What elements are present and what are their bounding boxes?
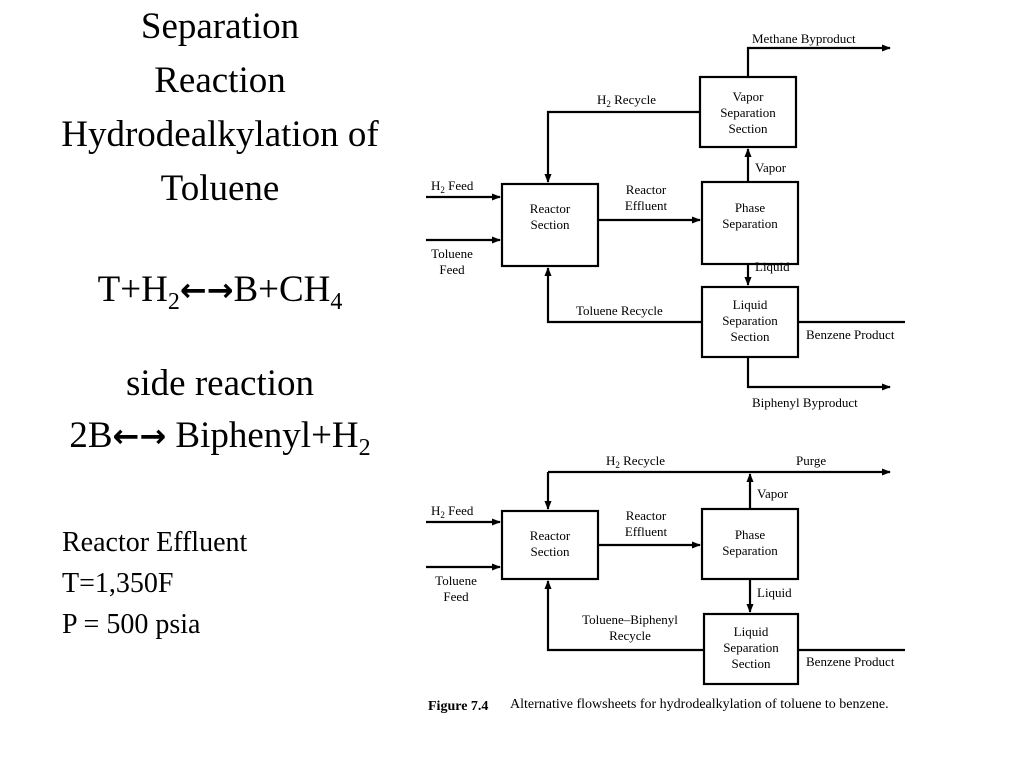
top-h2-feed-label: H2 Feed xyxy=(431,178,474,195)
bottom-tb-recycle-label-2: Recycle xyxy=(609,628,651,643)
h2-subscript: 2 xyxy=(167,289,180,315)
top-benzene-label: Benzene Product xyxy=(806,327,895,342)
reactants-text: T+H xyxy=(97,269,168,310)
figure-caption: Figure 7.4 Alternative flowsheets for hy… xyxy=(428,697,889,714)
title-line-1: Separation xyxy=(140,6,300,47)
bottom-phase-label-2: Separation xyxy=(722,543,778,558)
bottom-liquid-sep-label-1: Liquid xyxy=(734,624,769,639)
top-phase-sep-box xyxy=(700,180,800,266)
bottom-vapor-label: Vapor xyxy=(757,486,789,501)
side-equilibrium-arrows: ←→ xyxy=(112,417,167,455)
top-toluene-feed-label-2: Feed xyxy=(439,262,465,277)
flowsheet-bottom-labels: Reactor Section Phase Separation Liquid … xyxy=(431,453,895,671)
bottom-effluent-label-1: Reactor xyxy=(626,508,667,523)
top-effluent-label-2: Effluent xyxy=(625,198,668,213)
ch4-subscript: 4 xyxy=(330,289,343,315)
bottom-toluene-feed-label-1: Toluene xyxy=(435,573,477,588)
bottom-tb-recycle-label-1: Toluene–Biphenyl xyxy=(582,612,678,627)
side-reaction-heading: side reaction xyxy=(126,363,314,404)
bottom-liquid-sep-label-3: Section xyxy=(732,656,771,671)
bottom-liquid-label: Liquid xyxy=(757,585,792,600)
top-toluene-recycle-label: Toluene Recycle xyxy=(576,303,663,318)
top-biphenyl-label: Biphenyl Byproduct xyxy=(752,395,858,410)
bottom-toluene-feed-label-2: Feed xyxy=(443,589,469,604)
top-liquid-label: Liquid xyxy=(755,259,790,274)
top-reactor-label-1: Reactor xyxy=(530,201,571,216)
bottom-reactor-label-2: Section xyxy=(531,544,570,559)
bottom-purge-label: Purge xyxy=(796,453,826,468)
bottom-h2-recycle-label: H2 Recycle xyxy=(606,453,665,470)
flowsheet-top-labels: Reactor Section Phase Separation Vapor S… xyxy=(431,31,895,410)
title-line-4: Toluene xyxy=(160,168,280,209)
bottom-effluent-label-2: Effluent xyxy=(625,524,668,539)
flowsheet-bottom xyxy=(426,468,905,686)
conditions-line-1: Reactor Effluent xyxy=(62,527,248,558)
bottom-benzene-label: Benzene Product xyxy=(806,654,895,669)
top-phase-label-1: Phase xyxy=(735,200,766,215)
bottom-tb-recycle-arrow xyxy=(544,580,704,652)
side-products: Biphenyl+H xyxy=(166,415,359,456)
top-h2-recycle-label: H2 Recycle xyxy=(597,92,656,109)
top-toluene-feed-label-1: Toluene xyxy=(431,246,473,261)
top-effluent-label-1: Reactor xyxy=(626,182,667,197)
flowsheet-top xyxy=(426,44,905,391)
top-liquid-sep-label-2: Separation xyxy=(722,313,778,328)
side-reaction-equation: 2B←→ Biphenyl+H2 xyxy=(0,414,440,460)
title-line-3: Hydrodealkylation of xyxy=(61,114,379,155)
top-liquid-sep-label-3: Section xyxy=(731,329,770,344)
top-vapor-label: Vapor xyxy=(755,160,787,175)
top-toluene-recycle-arrow xyxy=(544,267,702,324)
caption-label: Figure 7.4 xyxy=(428,699,488,714)
bottom-phase-label-1: Phase xyxy=(735,527,766,542)
top-methane-arrow xyxy=(746,44,891,77)
bottom-h2-feed-label: H2 Feed xyxy=(431,503,474,520)
top-methane-label: Methane Byproduct xyxy=(752,31,856,46)
equilibrium-arrows: ←→ xyxy=(179,271,234,309)
caption-text: Alternative flowsheets for hydrodealkyla… xyxy=(510,697,889,712)
top-vapor-sep-label-3: Section xyxy=(729,121,768,136)
conditions-pressure: P = 500 psia xyxy=(62,609,201,640)
side-reactant: 2B xyxy=(69,415,113,456)
main-reaction-equation: T+H2←→B+CH4 xyxy=(0,268,440,314)
side-h2-subscript: 2 xyxy=(358,435,371,461)
title-line-2: Reaction xyxy=(154,60,286,101)
top-biphenyl-arrow xyxy=(746,357,891,391)
top-reactor-box xyxy=(500,182,600,268)
reactor-conditions: Reactor Effluent T=1,350F P = 500 psia xyxy=(62,522,247,645)
bottom-liquid-sep-label-2: Separation xyxy=(723,640,779,655)
top-h2-recycle-arrow xyxy=(544,110,700,183)
bottom-reactor-label-1: Reactor xyxy=(530,528,571,543)
top-liquid-sep-label-1: Liquid xyxy=(733,297,768,312)
slide-title: Separation Reaction Hydrodealkylation of… xyxy=(0,0,440,216)
top-phase-label-2: Separation xyxy=(722,216,778,231)
products-text: B+CH xyxy=(233,269,331,310)
top-vapor-sep-label-2: Separation xyxy=(720,105,776,120)
conditions-temperature: T=1,350F xyxy=(62,568,174,599)
top-vapor-sep-label-1: Vapor xyxy=(732,89,764,104)
top-reactor-label-2: Section xyxy=(531,217,570,232)
